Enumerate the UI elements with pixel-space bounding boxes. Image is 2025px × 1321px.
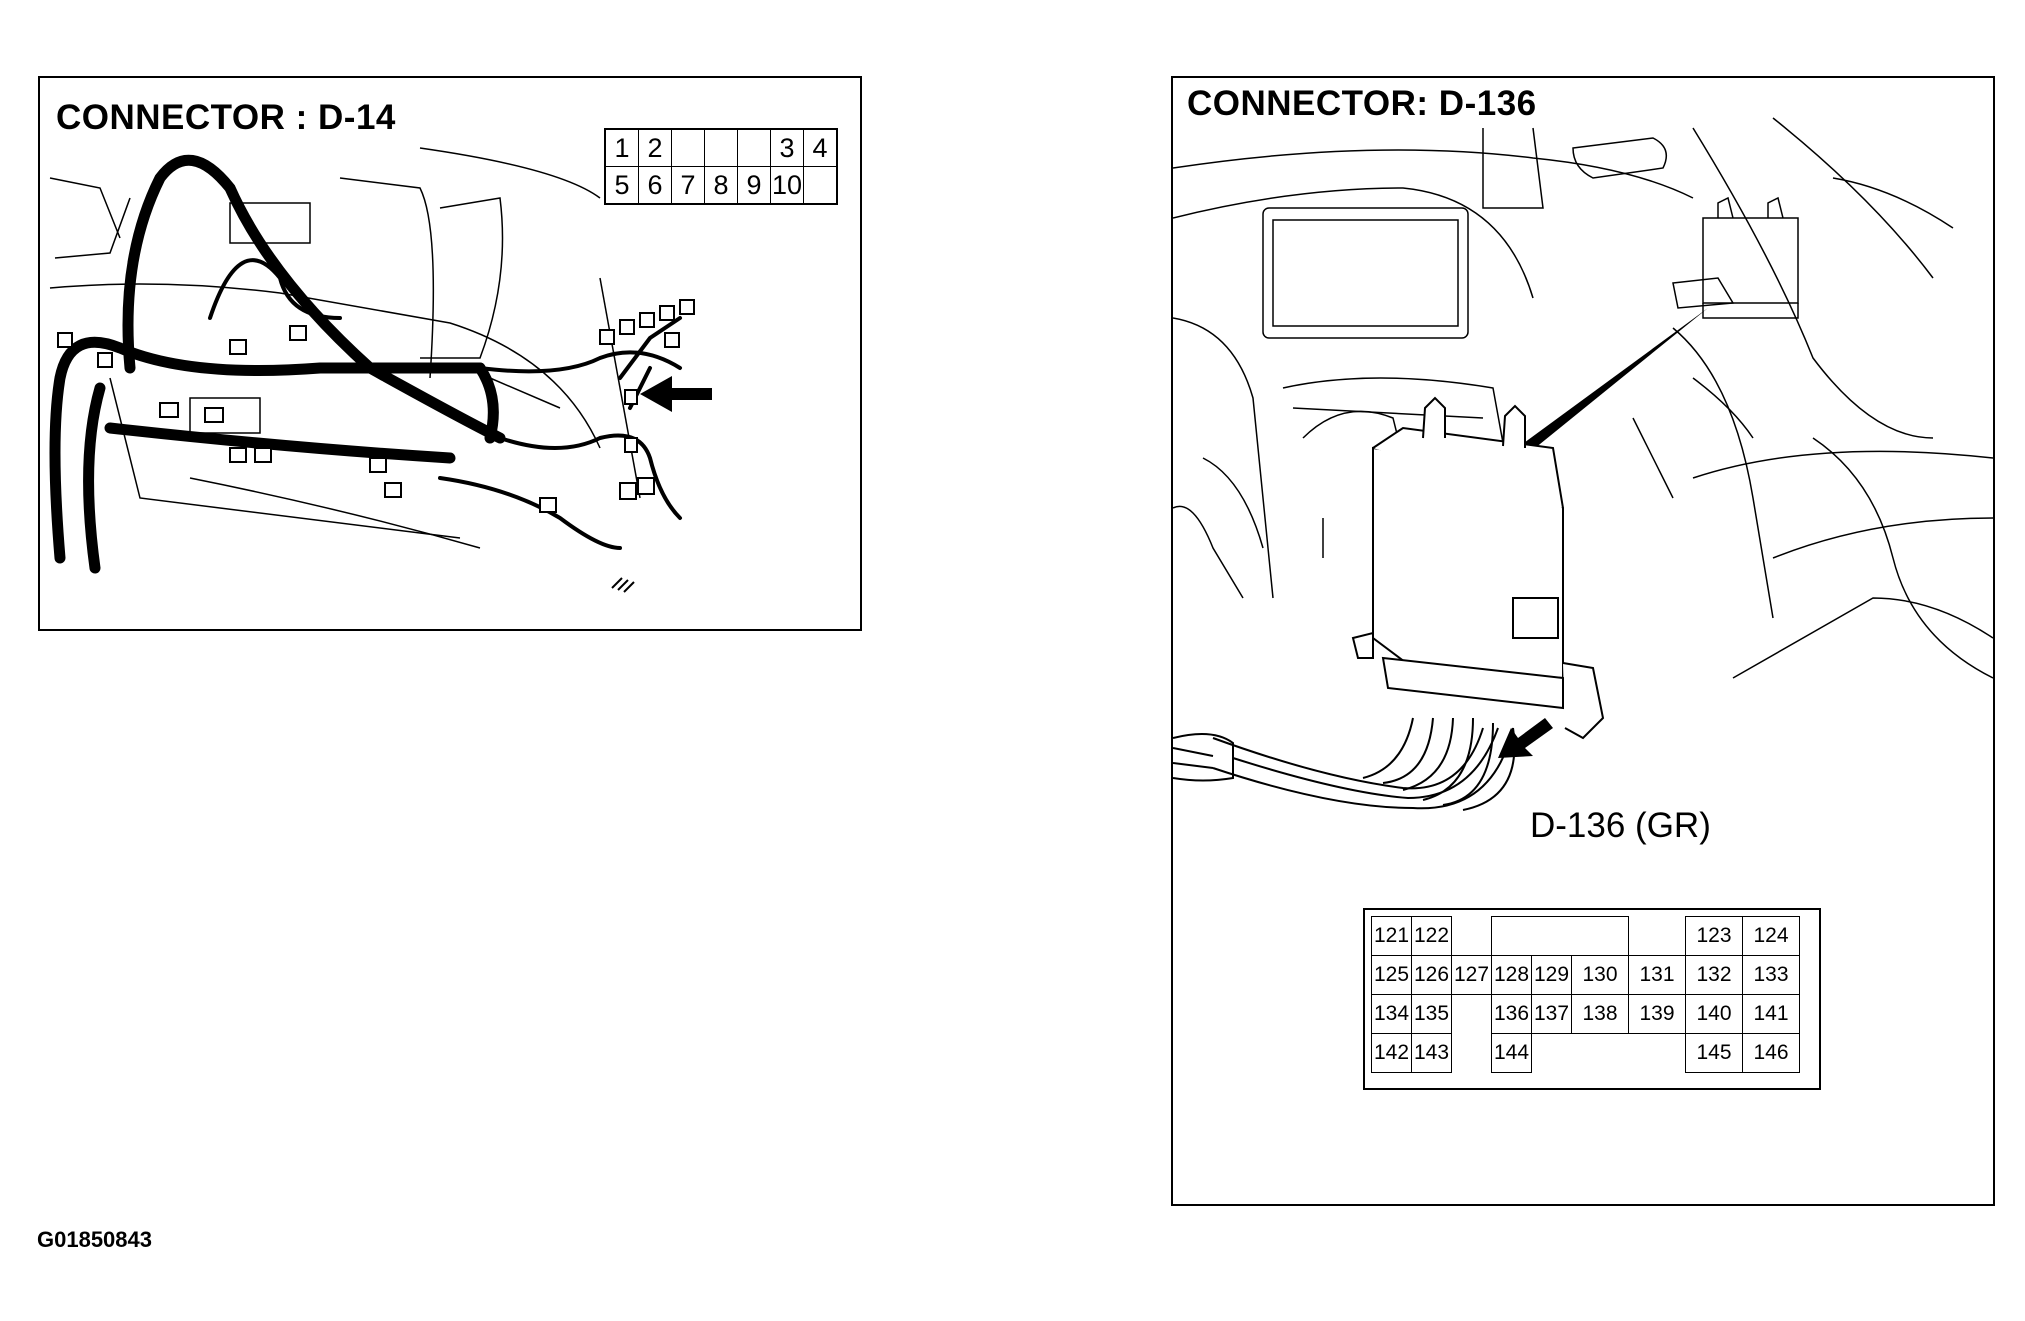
figure-code: G01850843 — [37, 1227, 152, 1252]
pin-cell: 144 — [1491, 1033, 1532, 1073]
pin-cell: 136 — [1491, 994, 1532, 1034]
pin-cell-empty — [1629, 917, 1686, 956]
pin-cell: 127 — [1451, 955, 1492, 995]
pin-cell: 135 — [1411, 994, 1452, 1034]
pin-cell: 3 — [770, 128, 804, 167]
d136-pointer-arrow — [1498, 718, 1553, 758]
d136-pin-row: 134 135 136 137 138 139 140 141 — [1371, 994, 1800, 1034]
pin-cell: 140 — [1685, 994, 1743, 1034]
pin-cell: 145 — [1685, 1033, 1743, 1073]
d14-pointer-arrow — [640, 376, 712, 412]
pin-cell: 122 — [1411, 916, 1452, 956]
pin-cell: 131 — [1628, 955, 1686, 995]
d136-pin-row: 142 143 144 145 146 — [1371, 1033, 1800, 1073]
d136-title: CONNECTOR: D-136 — [1181, 84, 1543, 124]
d14-pin-layout: 1 2 3 4 5 6 7 8 9 10 — [604, 128, 838, 205]
d136-connector-label: D-136 (GR) — [1530, 806, 1711, 845]
pin-cell-key — [1491, 916, 1629, 956]
pin-cell: 123 — [1685, 916, 1743, 956]
d14-pin-row: 1 2 3 4 — [604, 128, 838, 167]
pin-cell: 6 — [638, 166, 672, 205]
pin-cell: 138 — [1571, 994, 1629, 1034]
d136-pin-frame — [1363, 908, 1821, 1090]
pin-cell-key — [704, 128, 738, 167]
pin-cell-empty — [1452, 1034, 1492, 1073]
pin-cell: 132 — [1685, 955, 1743, 995]
d14-harness-illustration — [49, 147, 712, 593]
pin-cell: 7 — [671, 166, 705, 205]
pin-cell: 4 — [803, 128, 838, 167]
pin-cell: 124 — [1742, 916, 1800, 956]
pin-cell-empty — [1452, 995, 1492, 1034]
pin-cell: 141 — [1742, 994, 1800, 1034]
d136-pin-row: 125 126 127 128 129 130 131 132 133 — [1371, 955, 1800, 995]
pin-cell: 10 — [770, 166, 804, 205]
connector-d14-panel: CONNECTOR : D-14 1 2 3 4 5 6 7 8 9 10 — [38, 76, 862, 631]
pin-cell-empty — [738, 129, 771, 167]
pin-cell: 142 — [1371, 1033, 1412, 1073]
pin-cell: 125 — [1371, 955, 1412, 995]
pin-cell: 121 — [1371, 916, 1412, 956]
pin-cell: 133 — [1742, 955, 1800, 995]
pin-cell: 9 — [737, 166, 771, 205]
pin-cell: 143 — [1411, 1033, 1452, 1073]
pin-cell-empty — [1452, 917, 1492, 956]
pin-cell: 5 — [604, 166, 639, 205]
pin-cell-empty — [1629, 1034, 1686, 1073]
d14-title: CONNECTOR : D-14 — [50, 98, 402, 138]
d136-module-illustration — [1173, 117, 1993, 811]
pin-cell-empty — [1532, 1034, 1572, 1073]
pin-cell: 8 — [704, 166, 738, 205]
pin-cell: 129 — [1531, 955, 1572, 995]
pin-cell: 139 — [1628, 994, 1686, 1034]
pin-cell-empty — [1572, 1034, 1629, 1073]
pin-cell-empty — [672, 129, 705, 167]
pin-cell: 126 — [1411, 955, 1452, 995]
d136-pin-row: 121 122 123 124 — [1371, 916, 1800, 956]
d14-pin-row: 5 6 7 8 9 10 — [604, 166, 837, 205]
d136-pin-layout: 121 122 123 124 125 126 127 128 129 130 … — [1371, 916, 1800, 1073]
pin-cell: 137 — [1531, 994, 1572, 1034]
pin-cell: 2 — [638, 128, 672, 167]
pin-cell: 128 — [1491, 955, 1532, 995]
pin-cell: 146 — [1742, 1033, 1800, 1073]
connector-d136-panel: CONNECTOR: D-136 D-136 (GR) 121 122 123 … — [1171, 76, 1995, 1206]
pin-cell: 130 — [1571, 955, 1629, 995]
pin-cell: 1 — [604, 128, 639, 167]
pin-cell: 134 — [1371, 994, 1412, 1034]
